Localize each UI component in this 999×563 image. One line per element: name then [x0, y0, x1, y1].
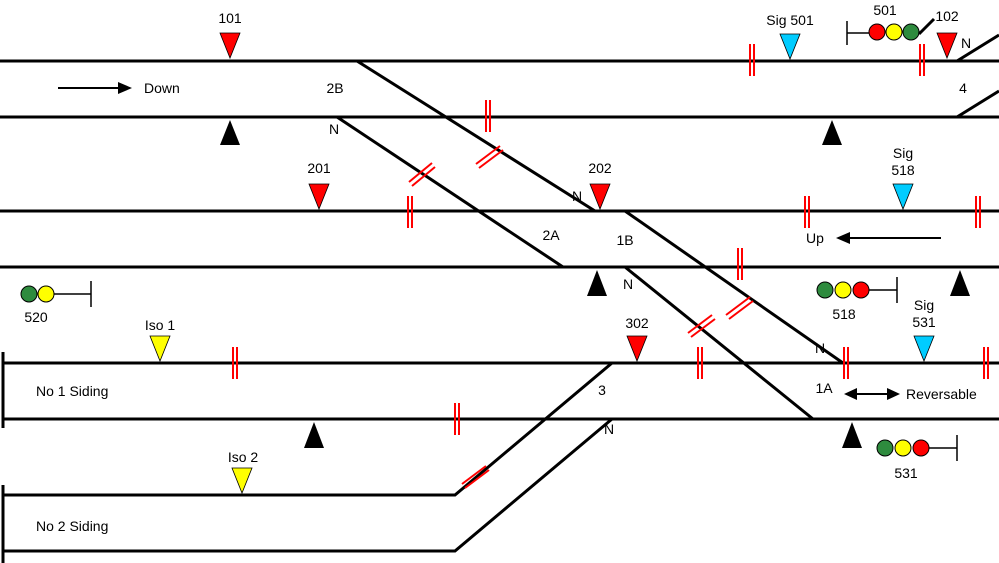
point-4-label: 4: [959, 80, 967, 96]
siding-2-line-top: [2, 361, 613, 497]
iso-joint: [975, 196, 981, 228]
iso-1-triangle: [149, 335, 171, 363]
normal-label: N: [623, 276, 633, 292]
point-1b-label: 1B: [616, 232, 633, 248]
normal-label: N: [815, 340, 825, 356]
detector-triangle: [822, 120, 842, 145]
signal-head-518: [816, 277, 898, 303]
signal-201-label: 201: [307, 160, 331, 176]
down-label: Down: [144, 80, 180, 96]
signal-501-triangle: [779, 33, 801, 61]
iso-joint: [454, 403, 460, 435]
iso-joint: [408, 162, 436, 187]
detector-triangle: [587, 270, 607, 296]
up-arrow: [836, 232, 941, 244]
signal-head-531: [876, 435, 958, 461]
aspect-yellow-lamp: [885, 23, 903, 41]
head-520-label: 520: [24, 309, 48, 325]
iso-joint: [475, 145, 504, 169]
up-label: Up: [806, 230, 824, 246]
signal-head-501: [846, 17, 936, 45]
signal-201-triangle: [308, 183, 330, 211]
head-501-label: 501: [873, 2, 897, 18]
signal-102-triangle: [936, 32, 958, 60]
signal-518-label-line2: 518: [891, 162, 915, 178]
aspect-green-lamp: [20, 285, 38, 303]
iso-joint: [737, 248, 743, 280]
head-531-label: 531: [894, 465, 918, 481]
point-2a-label: 2A: [542, 227, 560, 243]
aspect-green-lamp: [902, 23, 920, 41]
direction-arrows: [58, 82, 941, 400]
detector-triangle: [304, 422, 324, 448]
aspect-red-lamp: [912, 439, 930, 457]
point-3-label: 3: [598, 382, 606, 398]
iso-joint: [843, 347, 849, 379]
normal-label: N: [572, 188, 582, 204]
signal-518-triangle: [892, 183, 914, 211]
point-4-branch-lower: [956, 89, 999, 119]
signal-302-triangle: [626, 335, 648, 363]
detector-triangle: [842, 422, 862, 448]
crossovers: [336, 33, 999, 421]
normal-label: N: [329, 121, 339, 137]
siding-2-line-bottom: [2, 417, 613, 553]
iso-joint: [687, 314, 716, 338]
reversable-label: Reversable: [906, 386, 977, 402]
signal-531-triangle: [913, 335, 935, 363]
signal-101-label: 101: [218, 10, 242, 26]
aspect-yellow-lamp: [894, 439, 912, 457]
crossover-1b: [624, 209, 844, 365]
signal-202-triangle: [589, 183, 611, 211]
iso-joint: [407, 196, 413, 228]
iso-joint: [983, 347, 989, 379]
aspect-green-lamp: [816, 281, 834, 299]
head-518-label: 518: [832, 306, 856, 322]
point-4-branch-upper: [956, 33, 999, 63]
siding-1-label: No 1 Siding: [36, 383, 108, 399]
isolation-joints: [232, 44, 989, 489]
signal-102-label: 102: [935, 8, 959, 24]
aspect-yellow-lamp: [834, 281, 852, 299]
track-signals: [149, 32, 970, 495]
iso-joint: [485, 100, 491, 132]
labels: 101 102 201 202 302 Sig 501 Sig 518 Sig …: [24, 2, 977, 534]
iso-joint: [697, 347, 703, 379]
signal-101-triangle: [219, 32, 241, 60]
detector-triangle: [220, 120, 240, 145]
iso-joint: [461, 465, 490, 489]
running-lines: [0, 59, 999, 563]
siding-2-label: No 2 Siding: [36, 518, 108, 534]
iso-joint: [725, 296, 754, 320]
signal-302-label: 302: [625, 315, 649, 331]
iso-joint: [749, 44, 755, 76]
signal-head-520: [20, 281, 92, 307]
signal-518-label-line1: Sig: [893, 145, 913, 161]
aspect-yellow-lamp: [37, 285, 55, 303]
iso-joint: [232, 347, 238, 379]
crossover-2a: [336, 115, 564, 269]
iso-2-label: Iso 2: [228, 449, 259, 465]
iso-2-triangle: [231, 467, 253, 495]
signal-531-label-line1: Sig: [914, 297, 934, 313]
aspect-green-lamp: [876, 439, 894, 457]
signal-501-label: Sig 501: [766, 12, 814, 28]
point-2b-label: 2B: [326, 80, 343, 96]
reversable-arrow: [844, 388, 900, 400]
detector-triangle: [950, 270, 970, 296]
normal-label: N: [604, 421, 614, 437]
iso-joint: [804, 196, 810, 228]
crossover-1a: [624, 265, 814, 421]
normal-label: N: [961, 35, 971, 51]
signal-202-label: 202: [588, 160, 612, 176]
crossover-2b: [356, 59, 596, 213]
iso-joint: [919, 44, 925, 76]
iso-1-label: Iso 1: [145, 317, 176, 333]
signal-531-label-line2: 531: [912, 314, 936, 330]
down-arrow: [58, 82, 132, 94]
point-1a-label: 1A: [815, 380, 833, 396]
aspect-red-lamp: [868, 23, 886, 41]
aspect-red-lamp: [852, 281, 870, 299]
